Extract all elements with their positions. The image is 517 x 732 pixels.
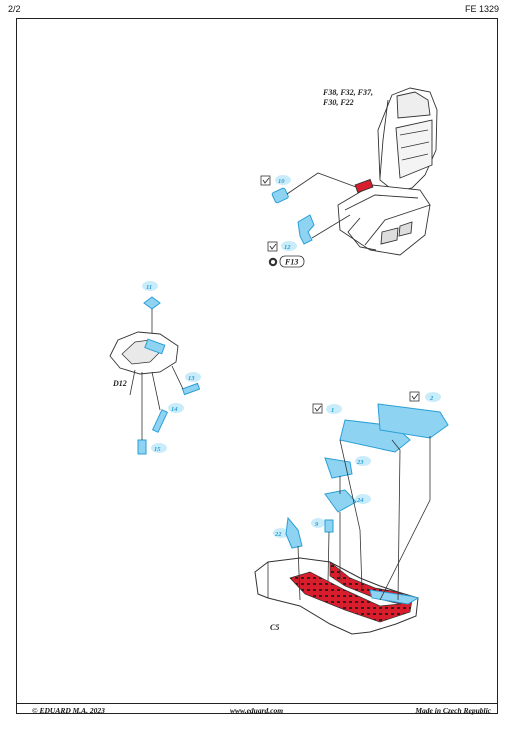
cockpit-tub-c5: 1 2 23 24 9 22 C5	[254, 391, 449, 635]
check-box-icon	[409, 391, 420, 402]
side-part-d12: 11 D12 13 14 15	[109, 281, 201, 455]
pe-part-24	[324, 489, 357, 513]
pe-part-14	[151, 409, 169, 433]
svg-text:9: 9	[315, 521, 319, 528]
pe-part-22	[285, 516, 303, 549]
part-number-bubble	[281, 241, 297, 251]
pe-part-15	[137, 439, 147, 455]
svg-text:13: 13	[188, 375, 195, 382]
pe-part-11	[143, 296, 161, 310]
check-box-icon	[260, 175, 271, 186]
svg-text:12: 12	[284, 244, 291, 251]
svg-text:2: 2	[429, 395, 434, 402]
made-in-text: Made in Czech Republic	[415, 706, 491, 715]
svg-text:14: 14	[171, 406, 178, 413]
pe-part-2	[377, 403, 449, 439]
check-box-icon	[312, 403, 323, 414]
page-frame	[16, 18, 498, 714]
pe-part-13	[181, 382, 201, 396]
svg-text:15: 15	[154, 446, 161, 453]
svg-text:10: 10	[278, 178, 285, 185]
side-part-label: D12	[112, 379, 127, 388]
svg-text:23: 23	[356, 459, 364, 466]
copyright-text: © EDUARD M.A. 2023	[32, 706, 105, 715]
part-12-callout: 12 F13	[267, 214, 351, 268]
svg-text:22: 22	[274, 531, 282, 538]
product-code: FE 1329	[464, 4, 499, 14]
website-link[interactable]: www.eduard.com	[230, 706, 284, 715]
svg-text:24: 24	[356, 497, 364, 504]
pe-part-9	[324, 519, 334, 533]
page-number: 2/2	[8, 4, 21, 14]
svg-text:11: 11	[146, 284, 152, 291]
part-number-bubble	[275, 175, 291, 185]
tub-label: C5	[270, 623, 279, 632]
seat-parts-label: F38, F32, F37,	[322, 88, 373, 97]
footer-divider	[16, 703, 498, 704]
pe-part-12	[297, 214, 315, 245]
part-10-callout: 10	[260, 172, 357, 204]
svg-text:1: 1	[331, 407, 334, 414]
seat-parts-label-2: F30, F22	[322, 98, 354, 107]
check-box-icon	[267, 241, 278, 252]
ejection-seat	[337, 87, 438, 256]
pe-part-10	[271, 187, 289, 204]
remove-part-label: F13	[284, 258, 298, 267]
